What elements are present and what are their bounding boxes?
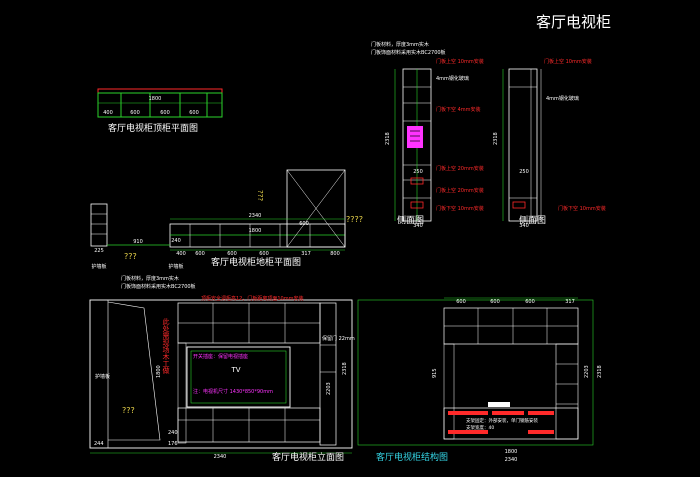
floor-plan-dim: 600 [259, 251, 269, 257]
drawing-title: 客厅电视柜 [536, 13, 611, 31]
elevation-dim: 2203 [326, 382, 332, 395]
structure-legend: 支架固定：外部安装，单门钢筋安装 [466, 417, 538, 424]
floor-plan-note: ???? [346, 215, 363, 224]
structure-dim: 600 [490, 299, 500, 305]
top-plan-caption: 客厅电视柜顶柜平面图 [108, 122, 198, 134]
floor-plan-tag: 护墙板 [168, 263, 183, 270]
top-plan-dim: 600 [160, 110, 170, 116]
elevation-dim: 244 [94, 441, 104, 447]
floor-plan-view: 2340 1800 600 600 600 400 317 225 910 24… [90, 169, 363, 270]
elevation-dim: 240 [168, 430, 178, 436]
floor-plan-caption: 客厅电视柜地柜平面图 [211, 256, 301, 268]
floor-plan-dim: 1800 [249, 228, 262, 234]
elevation-caption: 客厅电视柜立面图 [272, 451, 344, 463]
elevation-dim: 176 [168, 441, 178, 447]
floor-plan-note: ??? [124, 252, 137, 261]
structure-dim: 600 [525, 299, 535, 305]
structure-dim: 2203 [584, 365, 590, 378]
elevation-view: 门板材料，厚度3mm实木 门板饰面材料采用实木BC2700板 护墙板 ??? 顶… [89, 275, 355, 463]
side-annotation: 门板上空 20mm安装 [436, 165, 484, 172]
structure-dim: 1800 [505, 449, 518, 455]
elevation-side-note: 保留门 22mm [322, 335, 355, 342]
side-annotation: 4mm钢化玻璃 [546, 95, 579, 102]
floor-plan-dim: 400 [176, 251, 186, 257]
floor-plan-dim: 800 [330, 251, 340, 257]
side-header-note: 门板饰面材料采用实木BC2700板 [371, 49, 446, 56]
structure-view: 600 600 600 317 1800 2340 915 2318 2203 … [357, 297, 603, 463]
structure-dim: 915 [432, 368, 438, 378]
elevation-magenta-note: 注：电视机尺寸 1430*850*90mm [193, 388, 273, 395]
elevation-dim: 2340 [214, 454, 227, 460]
side-caption-left: 侧面图 [397, 214, 424, 226]
tv-label: TV [230, 366, 240, 374]
elevation-dim: 2318 [342, 362, 348, 375]
elevation-top-note: 顶柜安全调柜高12，门板距离顶面10mm安装 [201, 295, 303, 302]
top-plan-dim: 400 [103, 110, 113, 116]
elevation-header-note: 门板材料，厚度3mm实木 [121, 275, 179, 282]
structure-dim: 600 [456, 299, 466, 305]
side-annotation: 门板上空 10mm安装 [436, 58, 484, 65]
side-header-note: 门板材料，厚度3mm实木 [371, 41, 429, 48]
floor-plan-dim: 910 [133, 239, 143, 245]
side-dim: 2318 [493, 132, 499, 145]
structure-legend: 支架宽度：40 [466, 424, 494, 431]
side-annotation: 门板下空 4mm安装 [436, 106, 481, 113]
side-annotation: 门板上空 20mm安装 [436, 187, 484, 194]
floor-plan-dim: 600 [195, 251, 205, 257]
elevation-magenta-note: 开关插座：保留电视插座 [193, 353, 248, 360]
structure-dim: 2318 [597, 365, 603, 378]
elevation-unknown: ??? [122, 406, 135, 415]
floor-plan-tag: 护墙板 [91, 263, 106, 270]
side-caption-right: 侧面图 [519, 214, 546, 226]
elevation-header-note: 门板饰面材料采用实木BC2700板 [121, 283, 196, 290]
floor-plan-dim: 600 [227, 251, 237, 257]
side-dim: 340 [413, 223, 423, 229]
side-annotation: 门板下空 10mm安装 [558, 205, 606, 212]
elevation-left-note: 此处需现场木工做 [162, 317, 170, 375]
side-annotation: 门板下空 10mm安装 [436, 205, 484, 212]
side-views: 门板材料，厚度3mm实木 门板饰面材料采用实木BC2700板 2318 340 … [371, 41, 606, 229]
top-plan-dim: 600 [189, 110, 199, 116]
floor-plan-dim: 225 [94, 248, 104, 254]
side-dim: 250 [519, 169, 529, 175]
top-plan-view: 1800 600 600 600 400 客厅电视柜顶柜平面图 [97, 88, 223, 134]
floor-plan-dim: 2340 [249, 213, 262, 219]
structure-caption: 客厅电视柜结构图 [376, 451, 448, 463]
side-annotation: 门板上空 10mm安装 [544, 58, 592, 65]
floor-plan-note: ??? [256, 190, 264, 201]
top-plan-dim: 1800 [149, 96, 162, 102]
floor-plan-dim: 240 [171, 238, 181, 244]
side-dim: 2318 [385, 132, 391, 145]
side-dim: 250 [413, 169, 423, 175]
structure-dim: 317 [565, 299, 575, 305]
top-plan-dim: 600 [130, 110, 140, 116]
side-dim: 340 [519, 223, 529, 229]
floor-plan-dim: 600 [299, 221, 309, 227]
elevation-dim: 1800 [156, 365, 162, 378]
elevation-tag: 护墙板 [95, 373, 110, 380]
side-annotation: 4mm钢化玻璃 [436, 75, 469, 82]
floor-plan-dim: 317 [301, 251, 311, 257]
structure-dim: 2340 [505, 457, 518, 463]
